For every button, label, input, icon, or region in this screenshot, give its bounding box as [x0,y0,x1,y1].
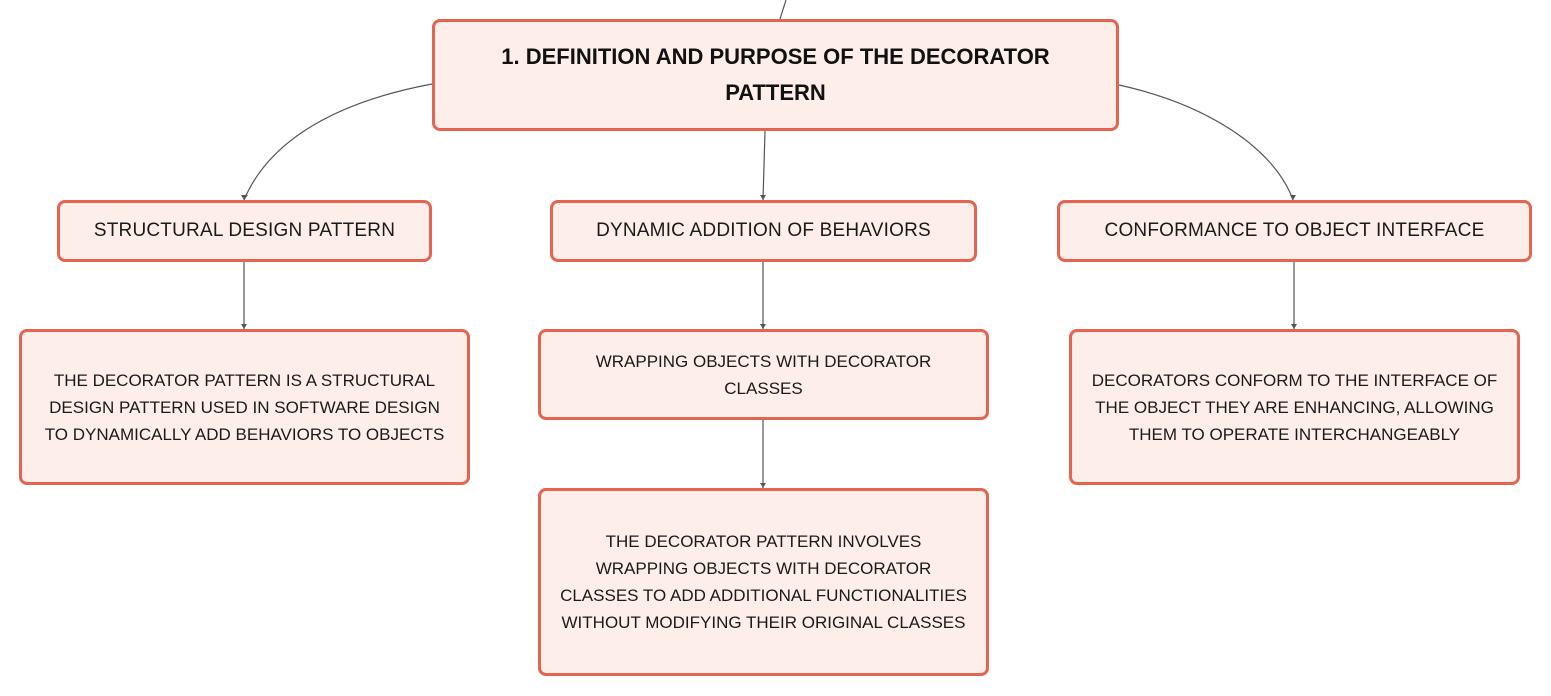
topic-label: DYNAMIC ADDITION OF BEHAVIORS [596,220,931,241]
topic-label: CONFORMANCE TO OBJECT INTERFACE [1104,220,1485,241]
connector-incoming [779,0,787,20]
subtopic-conformance-description[interactable]: DECORATORS CONFORM TO THE INTERFACE OF T… [1069,329,1520,485]
root-topic-label: 1. DEFINITION AND PURPOSE OF THE DECORAT… [501,44,1050,105]
topic-conformance-to-object-interface[interactable]: CONFORMANCE TO OBJECT INTERFACE [1057,200,1532,262]
subtopic-text: THE DECORATOR PATTERN INVOLVES WRAPPING … [560,532,967,632]
subtopic-structural-description[interactable]: THE DECORATOR PATTERN IS A STRUCTURAL DE… [19,329,470,485]
topic-dynamic-addition-of-behaviors[interactable]: DYNAMIC ADDITION OF BEHAVIORS [550,200,977,262]
connector-root-structural [243,83,433,201]
subtopic-text: WRAPPING OBJECTS WITH DECORATOR CLASSES [595,351,932,398]
topic-structural-design-pattern[interactable]: STRUCTURAL DESIGN PATTERN [57,200,432,262]
subtopic-text: THE DECORATOR PATTERN IS A STRUCTURAL DE… [44,370,445,444]
connector-root-conformance [1118,84,1294,201]
connector-root-dynamic [762,130,766,201]
root-topic-node[interactable]: 1. DEFINITION AND PURPOSE OF THE DECORAT… [432,19,1119,131]
subtopic-text: DECORATORS CONFORM TO THE INTERFACE OF T… [1091,370,1498,444]
subtopic-wrapping-objects[interactable]: WRAPPING OBJECTS WITH DECORATOR CLASSES [538,329,989,420]
topic-label: STRUCTURAL DESIGN PATTERN [93,220,396,241]
subtopic-wrapping-description[interactable]: THE DECORATOR PATTERN INVOLVES WRAPPING … [538,488,989,676]
